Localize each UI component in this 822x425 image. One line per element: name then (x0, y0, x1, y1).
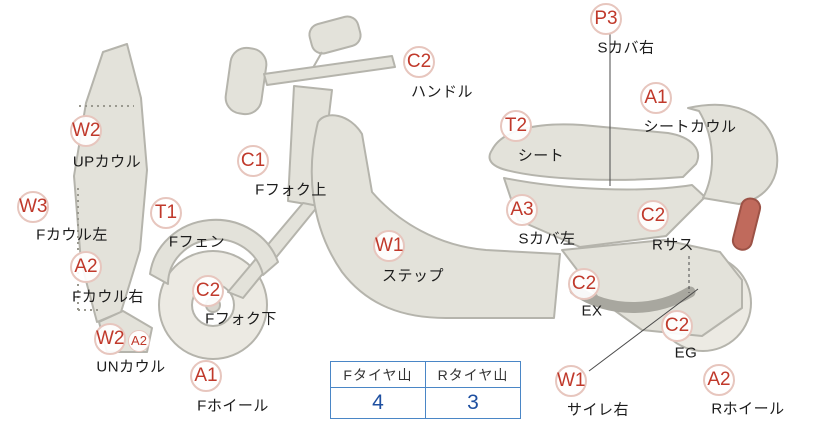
rear-shock (731, 197, 762, 251)
marker-code-silencer-right: W1 (555, 365, 587, 397)
marker-code-exhaust: C2 (568, 268, 600, 300)
marker-label-seat: シート (517, 147, 565, 165)
marker-code-engine: C2 (661, 310, 693, 342)
marker-code-seat-cowl: A1 (640, 82, 672, 114)
tail-cowl (687, 103, 779, 205)
marker-code-un-cowl-2: A2 (128, 330, 150, 352)
marker-label-f-fork-lower: Fフォク下 (205, 310, 277, 328)
front-fork-fender (149, 202, 319, 299)
marker-label-handlebar: ハンドル (410, 83, 474, 101)
marker-code-f-fork-upper: C1 (237, 145, 269, 177)
marker-label-s-cover-left: Sカバ左 (518, 230, 576, 248)
marker-code-f-cowl-left: W3 (17, 191, 49, 223)
marker-label-up-cowl: UPカウル (72, 153, 142, 171)
marker-label-un-cowl: UNカウル (96, 358, 166, 376)
leader-lines (588, 34, 699, 372)
marker-label-f-wheel: Fホイール (197, 397, 269, 415)
marker-label-f-fender: Fフェン (168, 233, 226, 251)
marker-code-r-suspension: C2 (637, 200, 669, 232)
marker-code-up-cowl: W2 (70, 115, 102, 147)
marker-label-r-suspension: Rサス (651, 236, 695, 254)
front-tire-tread-value: 4 (330, 387, 426, 419)
marker-label-step: ステップ (381, 267, 445, 285)
marker-code-f-fork-lower: C2 (192, 275, 224, 307)
marker-label-seat-cowl: シートカウル (643, 118, 737, 136)
marker-label-f-cowl-left: Fカウル左 (36, 226, 108, 244)
marker-code-seat: T2 (500, 110, 532, 142)
main-body (310, 114, 561, 319)
handlebar-assembly (224, 15, 396, 207)
marker-label-s-cover-right: Sカバ右 (597, 39, 655, 57)
rear-tire-tread-header: Rタイヤ山 (425, 361, 521, 388)
marker-code-handlebar: C2 (403, 46, 435, 78)
marker-label-f-cowl-right: Fカウル右 (72, 288, 144, 306)
marker-code-r-wheel: A2 (703, 364, 735, 396)
front-tire-tread-header: Fタイヤ山 (330, 361, 426, 388)
marker-label-exhaust: EX (581, 302, 603, 320)
tire-tread-table: Fタイヤ山 Rタイヤ山 4 3 (330, 361, 521, 419)
rear-tire-tread-value: 3 (425, 387, 521, 419)
marker-code-f-cowl-right: A2 (70, 251, 102, 283)
marker-code-f-fender: T1 (150, 197, 182, 229)
marker-label-f-fork-upper: Fフォク上 (255, 181, 327, 199)
marker-code-s-cover-right: P3 (590, 3, 622, 35)
marker-code-f-wheel: A1 (190, 360, 222, 392)
marker-code-s-cover-left: A3 (506, 194, 538, 226)
marker-code-un-cowl: W2 (94, 323, 126, 355)
seat (488, 123, 699, 181)
marker-label-engine: EG (674, 344, 698, 362)
marker-label-r-wheel: Rホイール (711, 400, 785, 418)
marker-label-silencer-right: サイレ右 (566, 401, 630, 419)
marker-code-step: W1 (373, 230, 405, 262)
panel-dotted-lines (77, 105, 134, 311)
